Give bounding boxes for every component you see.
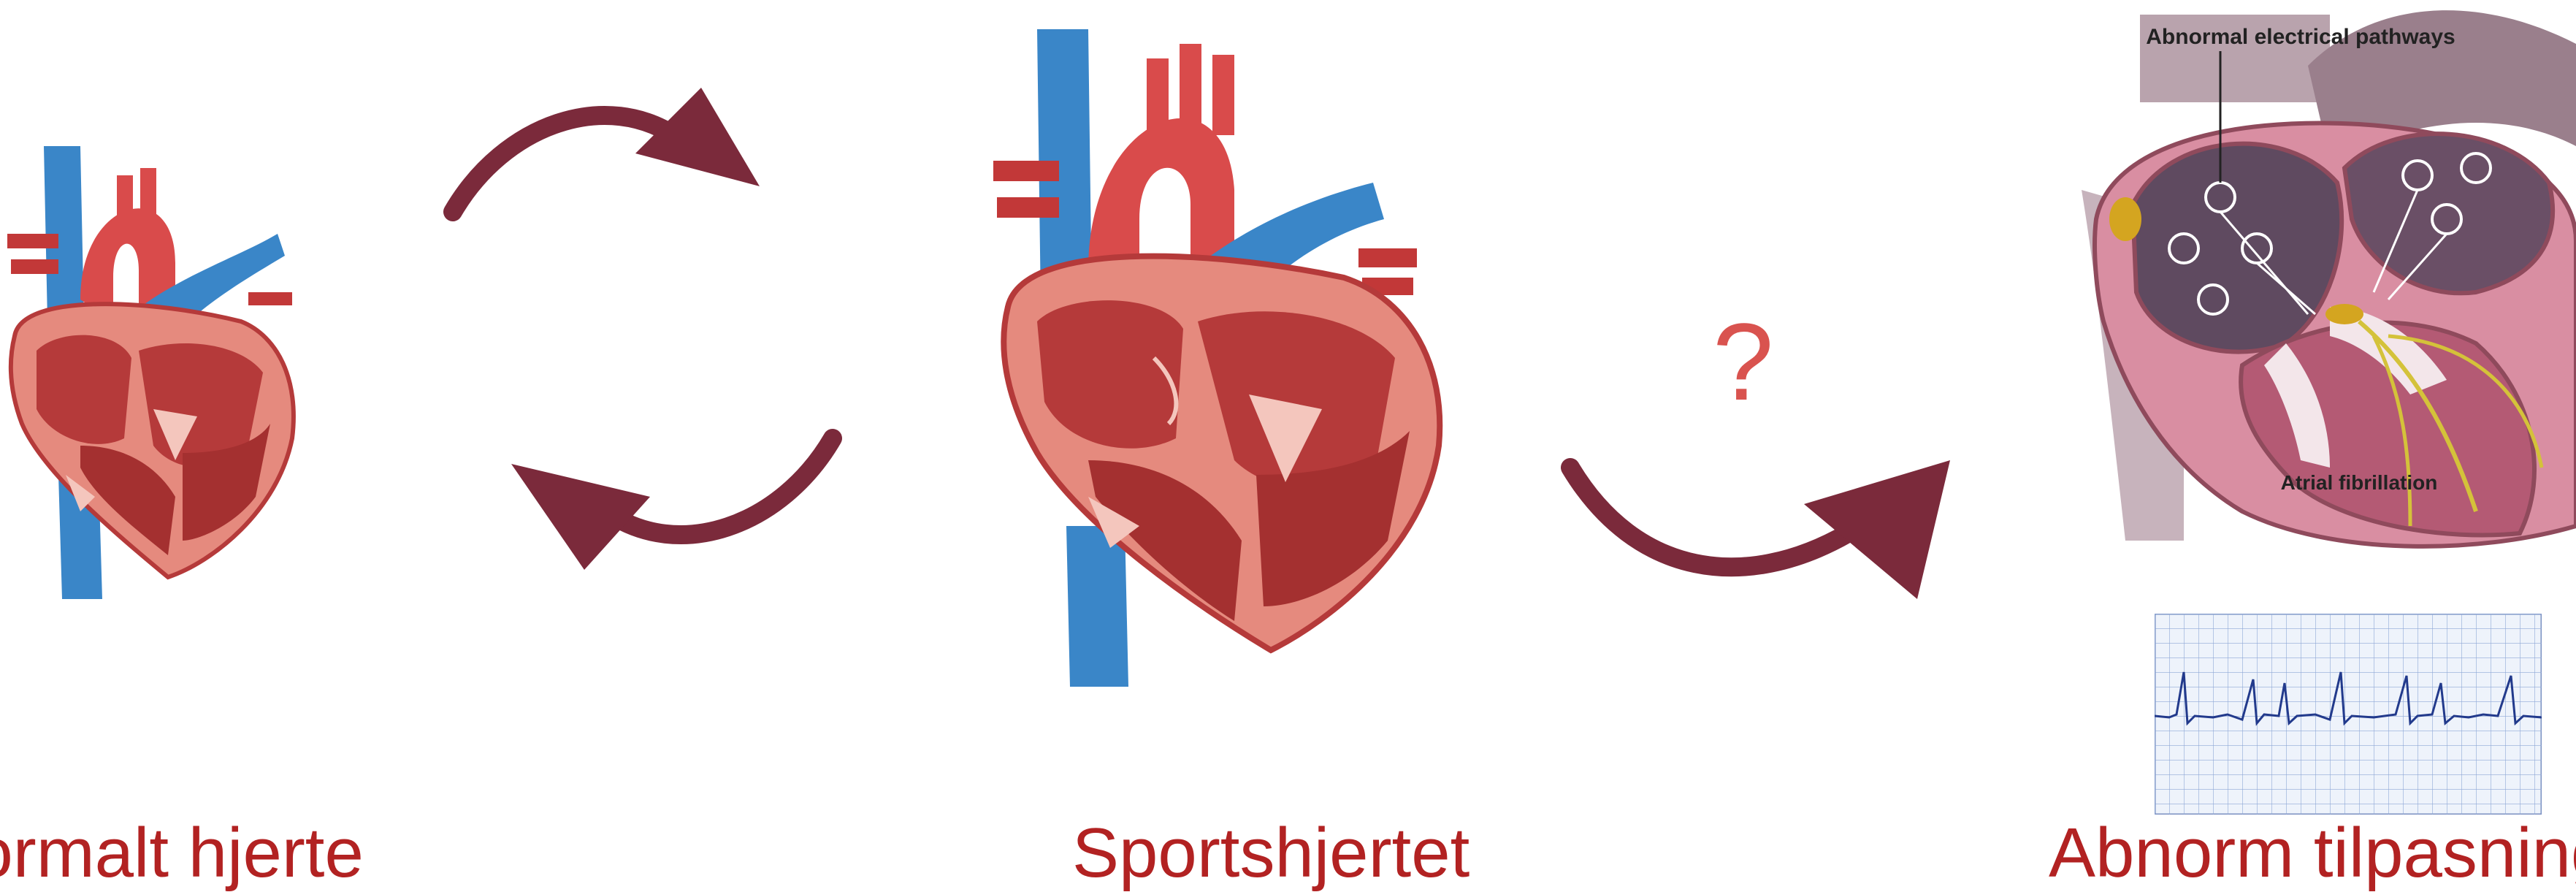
pathways-label: Abnormal electrical pathways: [2146, 25, 2455, 49]
normal-heart-illustration: [0, 131, 358, 599]
arrow-to-normal-heart: [606, 438, 833, 535]
arrow-to-abnormal: [1556, 424, 1979, 614]
athlete-heart-illustration: [964, 15, 1475, 687]
caption-normal-heart: Normalt hjerte: [0, 818, 364, 888]
caption-abnormal-adaptation: Abnorm tilpasning: [2049, 818, 2576, 888]
reversible-cycle-arrows: [438, 58, 847, 584]
ecg-strip: [2155, 614, 2542, 815]
abnormal-heart-diagram: Abnormal electrical pathways Atrial fibr…: [2067, 0, 2576, 570]
caption-athlete-heart: Sportshjertet: [1072, 818, 1469, 888]
afib-label: Atrial fibrillation: [2281, 471, 2438, 494]
arrow-to-athlete-heart: [453, 115, 679, 212]
question-mark: ?: [1713, 307, 1773, 416]
